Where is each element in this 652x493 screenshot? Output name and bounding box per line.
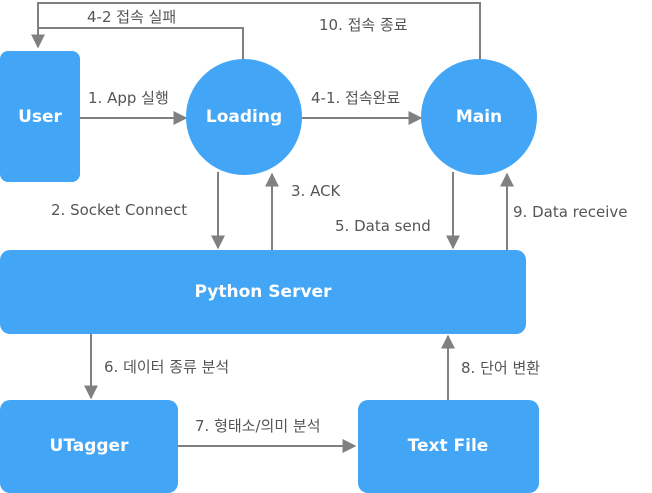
main-label: Main <box>456 107 502 127</box>
edge-labels: 1. App 실행 4-1. 접속완료 4-2 접속 실패 10. 접속 종료 … <box>51 8 627 435</box>
edge-connect-end <box>37 2 481 60</box>
label-connect-fail: 4-2 접속 실패 <box>87 8 176 26</box>
utagger-label: UTagger <box>50 436 130 456</box>
loading-label: Loading <box>206 107 282 127</box>
nodes <box>0 51 539 493</box>
label-connect-end: 10. 접속 종료 <box>319 16 408 34</box>
edge-connect-fail <box>31 27 244 60</box>
text-file-label: Text File <box>408 436 489 456</box>
python-server-node <box>0 250 526 334</box>
node-labels: User Loading Main Python Server UTagger … <box>18 107 502 456</box>
utagger-node <box>0 400 178 493</box>
edges <box>31 2 514 453</box>
label-data-send: 5. Data send <box>335 217 431 235</box>
label-socket-connect: 2. Socket Connect <box>51 201 187 219</box>
label-connect-done: 4-1. 접속완료 <box>311 89 400 107</box>
user-node <box>0 51 80 182</box>
text-file-node <box>358 400 539 493</box>
python-server-label: Python Server <box>195 282 333 302</box>
label-morpheme-analysis: 7. 형태소/의미 분석 <box>195 417 321 435</box>
label-data-receive: 9. Data receive <box>513 203 627 221</box>
loading-node <box>186 59 302 175</box>
label-data-type-analysis: 6. 데이터 종류 분석 <box>104 358 229 376</box>
label-word-convert: 8. 단어 변환 <box>461 359 540 377</box>
user-label: User <box>18 107 62 127</box>
main-node <box>421 59 537 175</box>
label-app-run: 1. App 실행 <box>88 89 169 107</box>
label-ack: 3. ACK <box>291 182 342 200</box>
